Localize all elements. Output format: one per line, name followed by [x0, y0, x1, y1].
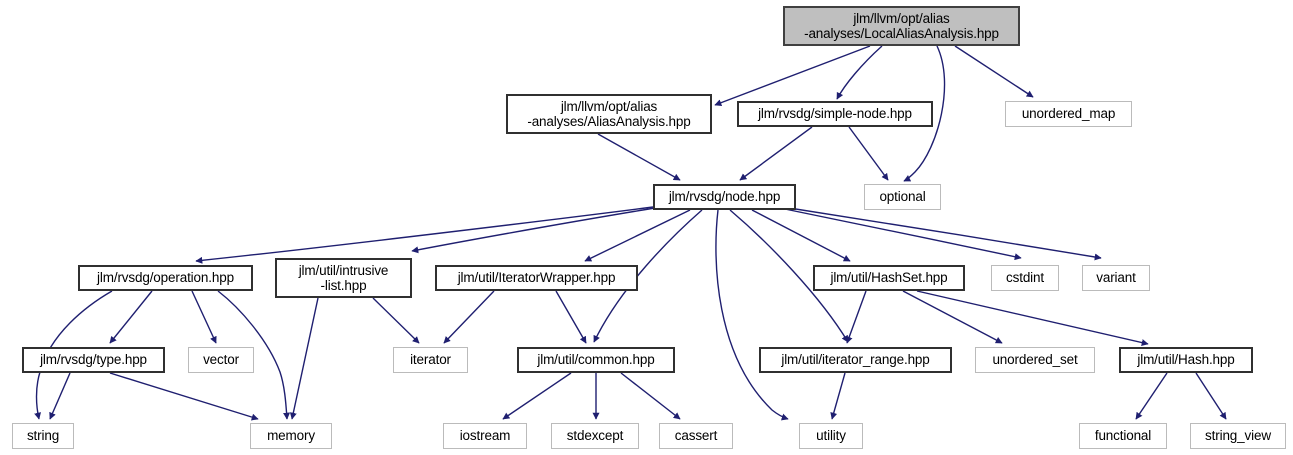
edge-intrusivelist-to-memory	[289, 297, 319, 420]
node-label: iterator	[410, 352, 451, 368]
node-iteratorwrapper[interactable]: jlm/util/IteratorWrapper.hpp	[435, 265, 638, 291]
node-label: cstdint	[1006, 270, 1044, 286]
node-stdexcept[interactable]: stdexcept	[551, 423, 639, 449]
node-label: unordered_set	[992, 352, 1078, 368]
node-memory[interactable]: memory	[250, 423, 332, 449]
node-hash[interactable]: jlm/util/Hash.hpp	[1119, 347, 1253, 373]
node-label: functional	[1094, 428, 1152, 444]
edge-root-to-simplenode	[836, 45, 883, 100]
node-root[interactable]: jlm/llvm/opt/alias -analyses/LocalAliasA…	[783, 6, 1020, 46]
edge-type-to-string	[49, 372, 71, 420]
edge-hashset-to-hash	[916, 290, 1149, 347]
node-label: stdexcept	[566, 428, 624, 444]
edge-common-to-iostream	[502, 372, 572, 420]
node-cstdint[interactable]: cstdint	[991, 265, 1059, 291]
node-unordered_map[interactable]: unordered_map	[1005, 101, 1132, 127]
edge-root-to-unordered_map	[954, 45, 1034, 98]
edge-hashset-to-iterator_range	[845, 290, 867, 344]
node-label: jlm/util/intrusive -list.hpp	[298, 262, 389, 294]
node-vector[interactable]: vector	[188, 347, 254, 373]
node-common[interactable]: jlm/util/common.hpp	[517, 347, 675, 373]
edge-hash-to-functional	[1135, 372, 1168, 420]
edge-node-to-hashset	[751, 209, 851, 262]
node-iostream[interactable]: iostream	[443, 423, 527, 449]
node-label: cassert	[674, 428, 718, 444]
node-node[interactable]: jlm/rvsdg/node.hpp	[653, 184, 796, 210]
edge-intrusivelist-to-iterator	[372, 297, 420, 344]
edge-node-to-intrusivelist	[411, 207, 656, 254]
edge-iterator_range-to-utility	[830, 372, 846, 420]
node-label: unordered_map	[1021, 106, 1116, 122]
node-label: utility	[816, 428, 846, 444]
edge-root-to-aliasanalysis	[714, 45, 871, 107]
edge-operation-to-type	[109, 290, 153, 344]
node-functional[interactable]: functional	[1079, 423, 1167, 449]
node-label: jlm/rvsdg/simple-node.hpp	[758, 106, 912, 122]
node-label: jlm/util/iterator_range.hpp	[781, 352, 930, 368]
node-cassert[interactable]: cassert	[659, 423, 733, 449]
edge-simplenode-to-optional	[848, 126, 889, 181]
node-label: variant	[1096, 270, 1136, 286]
node-hashset[interactable]: jlm/util/HashSet.hpp	[813, 265, 965, 291]
node-label: jlm/llvm/opt/alias -analyses/LocalAliasA…	[804, 10, 999, 42]
node-operation[interactable]: jlm/rvsdg/operation.hpp	[78, 265, 253, 291]
edge-node-to-iteratorwrapper	[584, 209, 691, 262]
edge-node-to-operation	[195, 206, 654, 264]
node-label: vector	[203, 352, 239, 368]
node-simplenode[interactable]: jlm/rvsdg/simple-node.hpp	[737, 101, 933, 127]
node-optional[interactable]: optional	[864, 184, 941, 210]
node-label: jlm/util/common.hpp	[537, 352, 655, 368]
node-label: jlm/util/IteratorWrapper.hpp	[457, 270, 616, 286]
node-label: memory	[267, 428, 315, 444]
edge-iteratorwrapper-to-common	[555, 290, 587, 344]
node-type[interactable]: jlm/rvsdg/type.hpp	[22, 347, 165, 373]
node-aliasanalysis[interactable]: jlm/llvm/opt/alias -analyses/AliasAnalys…	[506, 94, 712, 134]
node-label: jlm/rvsdg/type.hpp	[40, 352, 147, 368]
edge-node-to-utility	[715, 209, 789, 421]
node-unordered_set[interactable]: unordered_set	[975, 347, 1095, 373]
node-iterator_range[interactable]: jlm/util/iterator_range.hpp	[759, 347, 952, 373]
node-label: jlm/llvm/opt/alias -analyses/AliasAnalys…	[527, 98, 691, 130]
edge-node-to-cstdint	[779, 207, 1022, 261]
edge-common-to-cassert	[620, 372, 681, 420]
node-label: iostream	[459, 428, 511, 444]
node-label: jlm/rvsdg/node.hpp	[668, 189, 781, 205]
edge-operation-to-vector	[191, 290, 217, 344]
node-string[interactable]: string	[12, 423, 74, 449]
edge-hashset-to-unordered_set	[902, 290, 1003, 344]
node-label: string	[26, 428, 60, 444]
node-iterator[interactable]: iterator	[393, 347, 468, 373]
node-variant[interactable]: variant	[1082, 265, 1150, 291]
node-intrusivelist[interactable]: jlm/util/intrusive -list.hpp	[275, 258, 412, 298]
edge-hash-to-string_view	[1195, 372, 1227, 420]
edge-type-to-memory	[109, 372, 259, 421]
edge-aliasanalysis-to-node	[597, 133, 681, 181]
edge-simplenode-to-node	[739, 126, 813, 181]
node-label: optional	[879, 189, 926, 205]
node-label: string_view	[1205, 428, 1271, 444]
node-label: jlm/util/HashSet.hpp	[830, 270, 948, 286]
node-string_view[interactable]: string_view	[1190, 423, 1286, 449]
edge-iteratorwrapper-to-iterator	[443, 290, 495, 344]
edge-node-to-variant	[782, 206, 1102, 261]
node-label: jlm/util/Hash.hpp	[1137, 352, 1235, 368]
node-utility[interactable]: utility	[799, 423, 863, 449]
node-label: jlm/rvsdg/operation.hpp	[97, 270, 234, 286]
